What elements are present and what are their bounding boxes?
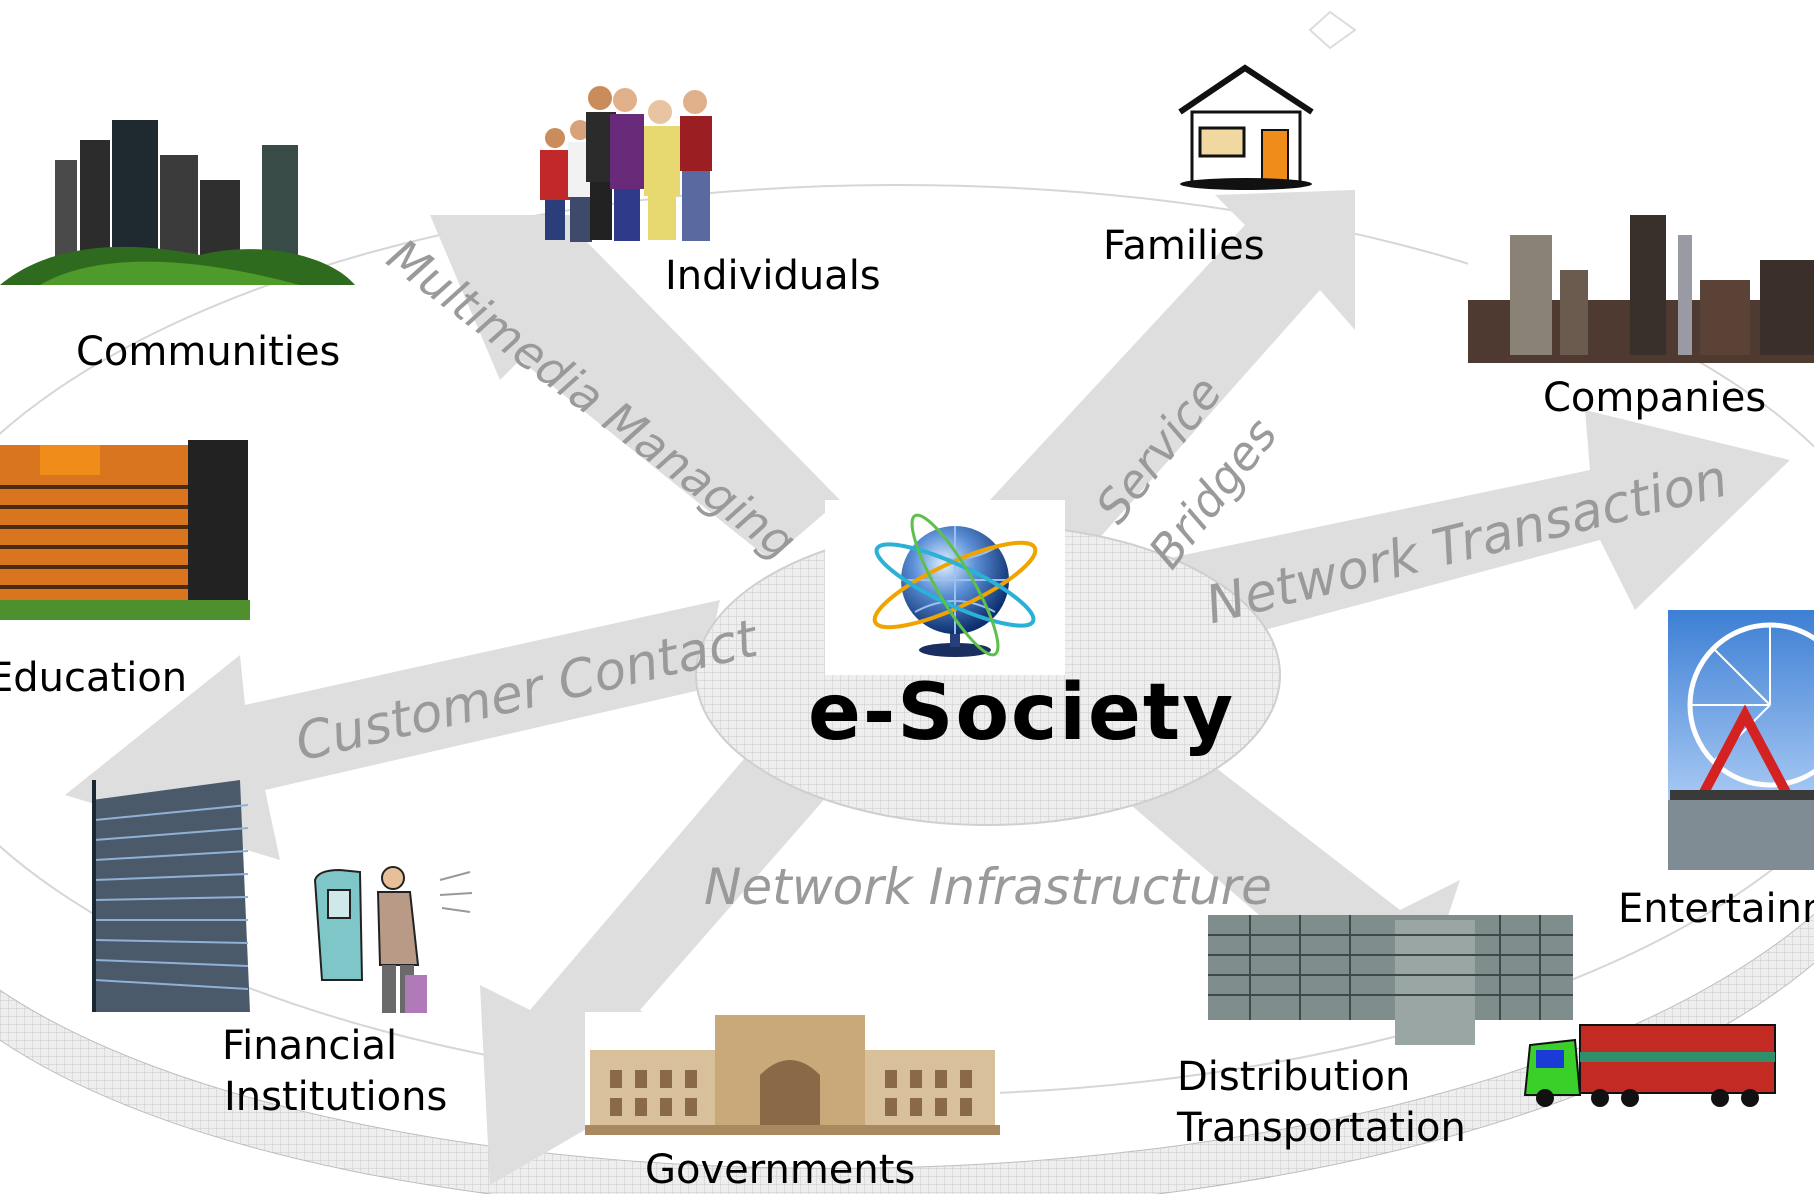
truck-icon xyxy=(1523,1024,1776,1107)
atm-person-image xyxy=(313,866,473,1013)
center-title: e-Society xyxy=(808,668,1236,758)
financial-label-line2: Institutions xyxy=(224,1074,448,1120)
entertainment-image xyxy=(1668,610,1814,870)
entertainment-label: Entertainm xyxy=(1618,886,1814,932)
individuals-label: Individuals xyxy=(665,253,881,299)
multimedia-arrow xyxy=(430,215,840,560)
network-infrastructure-arrow xyxy=(480,740,850,1185)
communities-label: Communities xyxy=(76,329,341,375)
distribution-label-line2: Transportation xyxy=(1177,1105,1466,1151)
distribution-label-line1: Distribution xyxy=(1177,1054,1411,1100)
families-label: Families xyxy=(1103,223,1265,269)
governments-image xyxy=(585,1012,1000,1135)
distribution-warehouse-image xyxy=(1208,915,1573,1045)
education-image xyxy=(0,440,250,620)
education-label: Education xyxy=(0,655,188,701)
governments-label: Governments xyxy=(645,1147,916,1193)
financial-label-line1: Financial xyxy=(222,1023,398,1069)
families-image xyxy=(1178,10,1357,190)
service-bridges-arrow xyxy=(990,190,1355,560)
companies-label: Companies xyxy=(1543,375,1767,421)
communities-image xyxy=(0,120,355,285)
individuals-image xyxy=(540,86,712,242)
network-transaction-arrow xyxy=(1160,410,1790,650)
financial-tower-image xyxy=(92,780,250,1012)
companies-image xyxy=(1468,205,1814,363)
network-infrastructure-label: Network Infrastructure xyxy=(704,858,1272,916)
globe-icon xyxy=(872,513,1038,657)
